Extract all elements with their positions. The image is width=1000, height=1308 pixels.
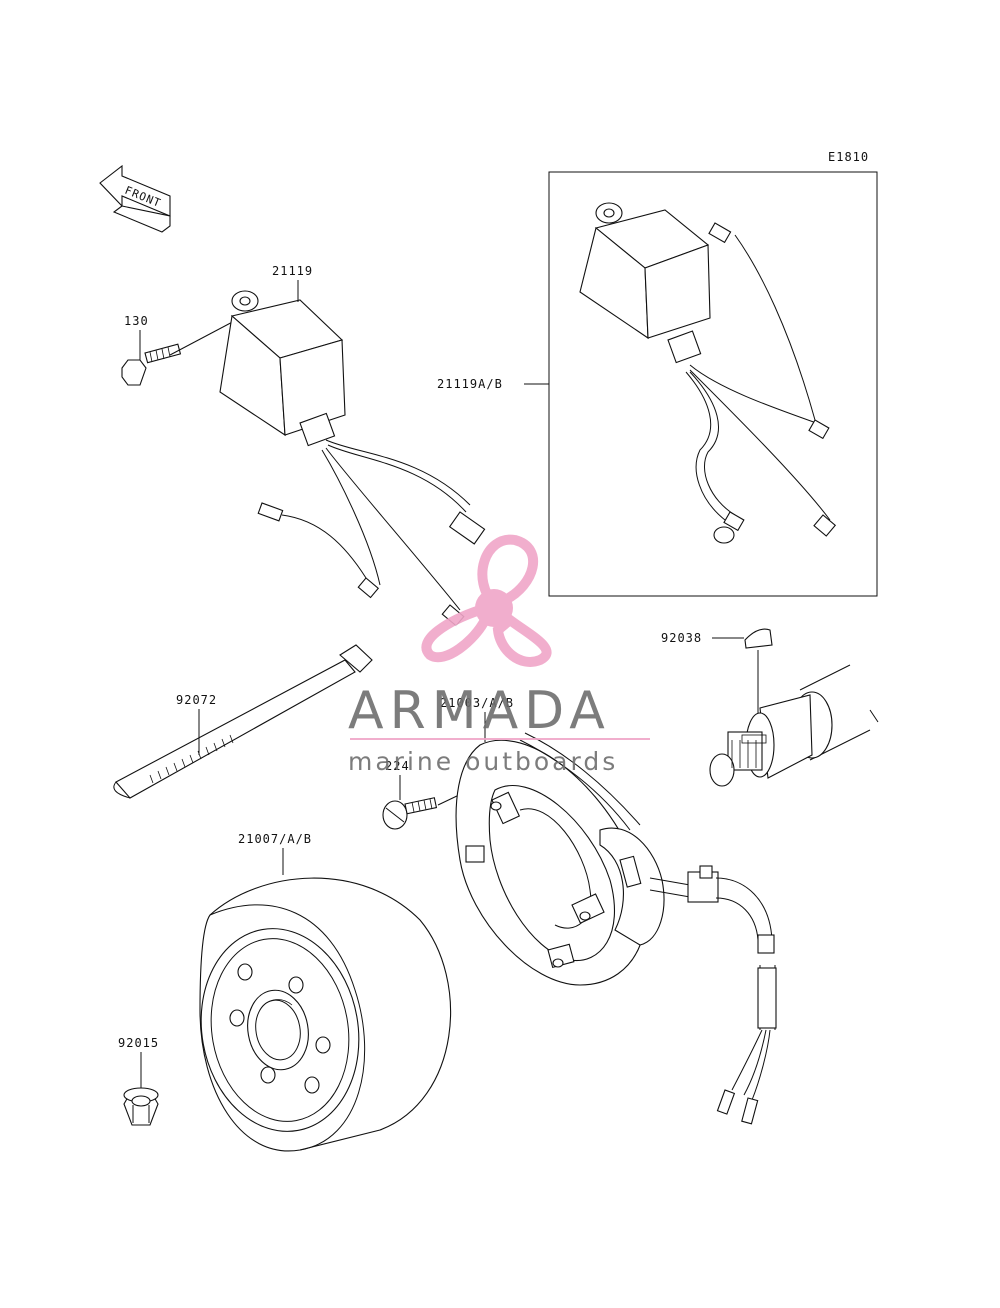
label-92015: 92015 bbox=[118, 1036, 159, 1050]
watermark-brand: ARMADA bbox=[348, 681, 611, 741]
label-21119: 21119 bbox=[272, 264, 313, 278]
label-21119ab: 21119A/B bbox=[437, 377, 503, 391]
watermark: ARMADA marine outboards bbox=[348, 534, 650, 776]
stator-21003 bbox=[455, 732, 777, 1125]
front-arrow-icon: FRONT bbox=[99, 164, 171, 233]
flywheel-21007 bbox=[199, 877, 452, 1152]
cdi-unit-21119 bbox=[219, 290, 486, 627]
label-21007: 21007/A/B bbox=[238, 832, 312, 846]
diagram-code: E1810 bbox=[828, 150, 869, 164]
nut-92015 bbox=[123, 1087, 159, 1126]
label-224: 224 bbox=[385, 759, 410, 773]
crankshaft-end bbox=[709, 664, 879, 787]
watermark-tagline: marine outboards bbox=[348, 747, 618, 776]
label-92038: 92038 bbox=[661, 631, 702, 645]
cdi-unit-21119ab bbox=[579, 202, 837, 544]
bolt-130 bbox=[121, 343, 182, 386]
screw-224 bbox=[382, 797, 438, 830]
key-92038 bbox=[744, 628, 773, 649]
label-130: 130 bbox=[124, 314, 149, 328]
label-92072: 92072 bbox=[176, 693, 217, 707]
cable-tie-92072 bbox=[113, 644, 373, 799]
label-21003: 21003/A/B bbox=[440, 696, 514, 710]
propeller-logo-icon bbox=[421, 534, 552, 667]
